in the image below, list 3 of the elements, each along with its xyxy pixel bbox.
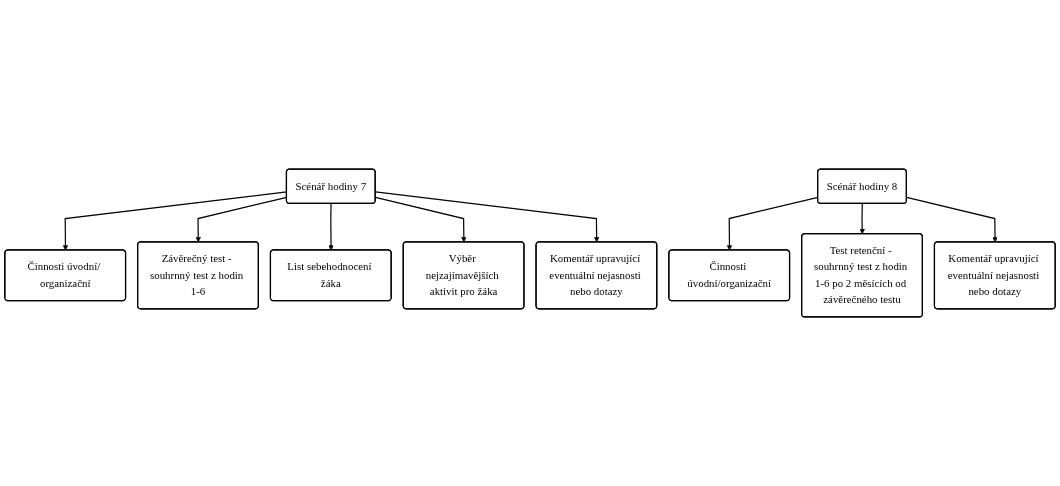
arrow [328,203,334,251]
arrow [906,196,998,243]
arrow [859,203,865,235]
